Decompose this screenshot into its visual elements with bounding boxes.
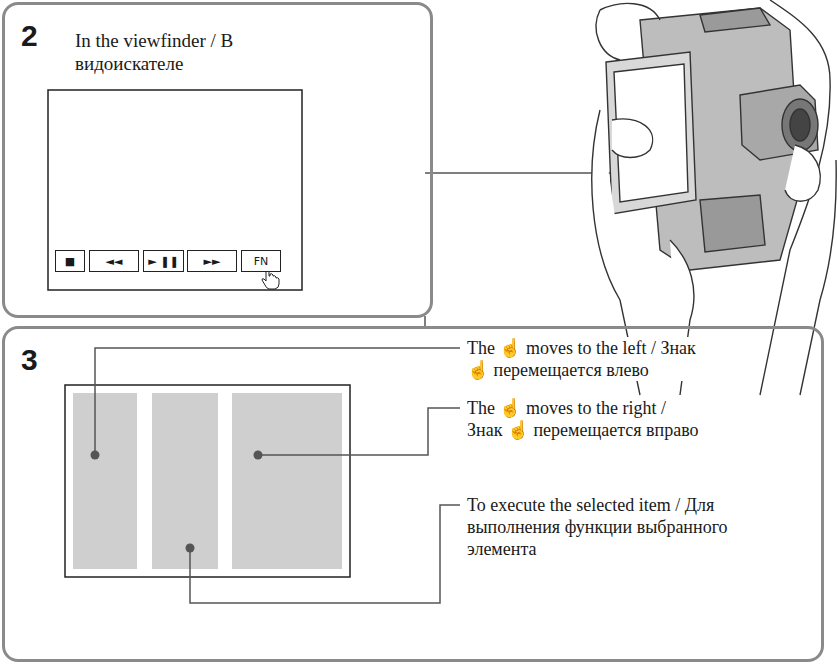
left-band: [73, 393, 137, 569]
play-pause-button: ► ❚❚: [143, 250, 184, 272]
middle-band: [152, 393, 218, 569]
forward-button: ►►: [187, 250, 237, 272]
leader-dots: [91, 451, 263, 553]
fn-button: FN: [241, 250, 281, 272]
viewfinder-screen: [48, 90, 302, 290]
panel-heading: In the viewfinder / В видоискателе: [75, 29, 250, 75]
camcorder-in-hands: [592, 0, 836, 395]
callout-text: The ☝ moves to the left / Знак ☝ перемещ…: [467, 337, 699, 381]
rewind-button: ◄◄: [89, 250, 139, 272]
touch-screen: [65, 385, 350, 577]
callout-text: To execute the selected item / Для выпол…: [467, 494, 729, 560]
step-number: 2: [21, 21, 38, 51]
button-label: ■: [65, 256, 75, 267]
button-label: ◄◄: [106, 256, 123, 267]
callout-text: The ☝ moves to the right / Знак ☝ переме…: [467, 397, 699, 441]
button-label: ► ❚❚: [148, 256, 178, 267]
button-label: FN: [254, 256, 269, 267]
step-number: 3: [21, 345, 38, 375]
right-band: [232, 393, 342, 569]
step-panel: 2 In the viewfinder / В видоискателе ■ ◄◄ ► …: [2, 2, 433, 318]
stop-button: ■: [55, 250, 85, 272]
button-label: ►►: [204, 256, 221, 267]
